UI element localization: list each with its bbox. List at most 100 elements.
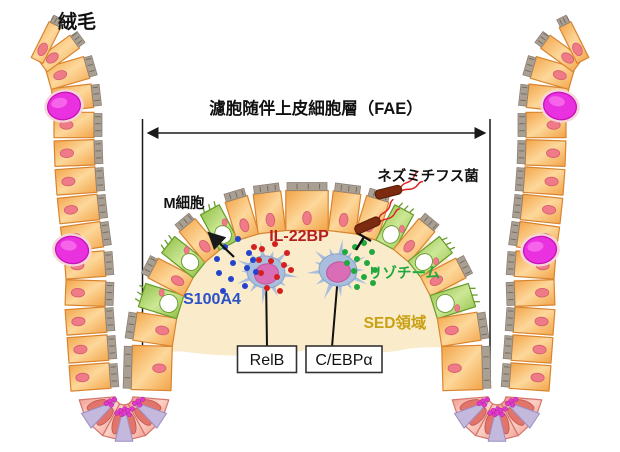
s100a4-dot [220, 288, 226, 294]
brush-border [70, 30, 86, 48]
cell-nucleus [561, 52, 574, 64]
brush-speckle [514, 204, 521, 206]
brush-border [534, 30, 550, 48]
s100a4-dot [250, 257, 256, 263]
m-cell-pocket [382, 225, 400, 244]
cell-nucleus [444, 325, 459, 336]
paneth-granule [481, 402, 487, 408]
il22bp-dot [274, 274, 280, 280]
sed-region-fill [155, 210, 463, 356]
s100a4-dot [228, 276, 234, 282]
inhibition-bar-stem [354, 236, 366, 251]
flagellum [379, 208, 400, 223]
il22bp-dot [281, 262, 287, 268]
cell-nucleus [544, 176, 559, 187]
lysozyme-dot [361, 274, 367, 280]
brush-speckle [144, 268, 151, 273]
brush-speckle [432, 224, 438, 230]
m-cell-tuft [202, 206, 206, 214]
lysozyme-dot [342, 249, 348, 255]
brush-speckle [100, 211, 106, 213]
m-cell-nucleus [399, 225, 405, 233]
paneth-granule [132, 400, 138, 407]
brush-speckle [99, 204, 106, 206]
m-cell-label: M細胞 [163, 194, 205, 212]
s100a4-dot [246, 250, 252, 256]
paneth-granule [137, 402, 143, 408]
fae-dome-epithelium [122, 182, 492, 392]
brush-border [286, 182, 328, 191]
fae-title-label: 濾胞随伴上皮細胞層（FAE） [209, 98, 423, 118]
brush-border [140, 255, 159, 278]
salmonella-icon [374, 170, 424, 200]
cell-nucleus [152, 363, 167, 373]
salmonella-body [354, 216, 381, 234]
brush-speckle [528, 57, 535, 61]
brush-speckle [559, 19, 563, 25]
brush-border [223, 187, 247, 203]
m-cell-tuft [160, 244, 165, 251]
cell-nucleus [170, 275, 185, 287]
m-cell-tuft [403, 205, 409, 211]
m-cell-pocket [435, 293, 455, 313]
lysozyme-label: リゾチーム [368, 265, 440, 282]
left-crypt [78, 396, 170, 442]
salmonella-label: ネズミチフス菌 [377, 167, 479, 185]
brush-border [522, 55, 537, 78]
cell-nucleus [532, 344, 547, 355]
paneth-granule [103, 400, 109, 407]
sed-region-area [155, 210, 463, 356]
paneth-granule [484, 396, 490, 403]
cell-nucleus [59, 148, 74, 159]
brush-speckle [481, 333, 488, 336]
epithelial-cell [64, 306, 108, 336]
cell-nucleus [61, 176, 76, 187]
s100a4-label: S100A4 [183, 291, 241, 308]
brush-border [476, 311, 490, 340]
lysozyme-dot [370, 280, 376, 286]
lysozyme-dot [351, 268, 357, 274]
flagellum [399, 170, 419, 189]
brush-border [481, 345, 492, 389]
s100a4-dot [214, 256, 220, 262]
brush-speckle [423, 216, 429, 222]
brush-speckle [92, 86, 99, 89]
epithelial-cell [508, 362, 552, 392]
il22bp-dot [272, 241, 278, 247]
lysozyme-dot [364, 260, 370, 266]
paneth-granule [487, 410, 493, 416]
cell-nucleus [75, 372, 90, 383]
m-cell-tuft [134, 298, 141, 303]
brush-speckle [93, 93, 100, 95]
brush-speckle [102, 231, 109, 234]
il22bp-dot [284, 250, 290, 256]
brush-speckle [98, 197, 105, 199]
m-cell-tuft [208, 204, 211, 211]
salmonella-bacteria [354, 170, 424, 234]
brush-speckle [183, 218, 188, 224]
paneth-granule [510, 402, 516, 408]
cell-nucleus [572, 42, 583, 56]
left-villus-epithelium [30, 14, 120, 392]
il22bp-dot [256, 257, 262, 263]
brush-border [455, 255, 474, 278]
il22bp-dot [268, 258, 274, 264]
paneth-granule [499, 411, 505, 418]
brush-speckle [340, 184, 343, 191]
brush-speckle [129, 315, 136, 318]
lysozyme-dot [369, 249, 375, 255]
brush-speckle [53, 17, 58, 24]
cell-nucleus [552, 70, 567, 81]
cell-nucleus [546, 148, 561, 159]
epithelial-cell [512, 306, 556, 336]
cell-nucleus [63, 205, 78, 215]
goblet-highlight [51, 97, 68, 109]
brush-speckle [462, 265, 468, 270]
cell-nucleus [53, 70, 68, 81]
m-cell-pocket [181, 253, 200, 271]
epithelial-cell [68, 362, 112, 392]
brush-speckle [562, 17, 567, 24]
cell-nucleus [535, 287, 550, 298]
cell-nucleus [534, 316, 549, 327]
brush-border [252, 182, 280, 195]
